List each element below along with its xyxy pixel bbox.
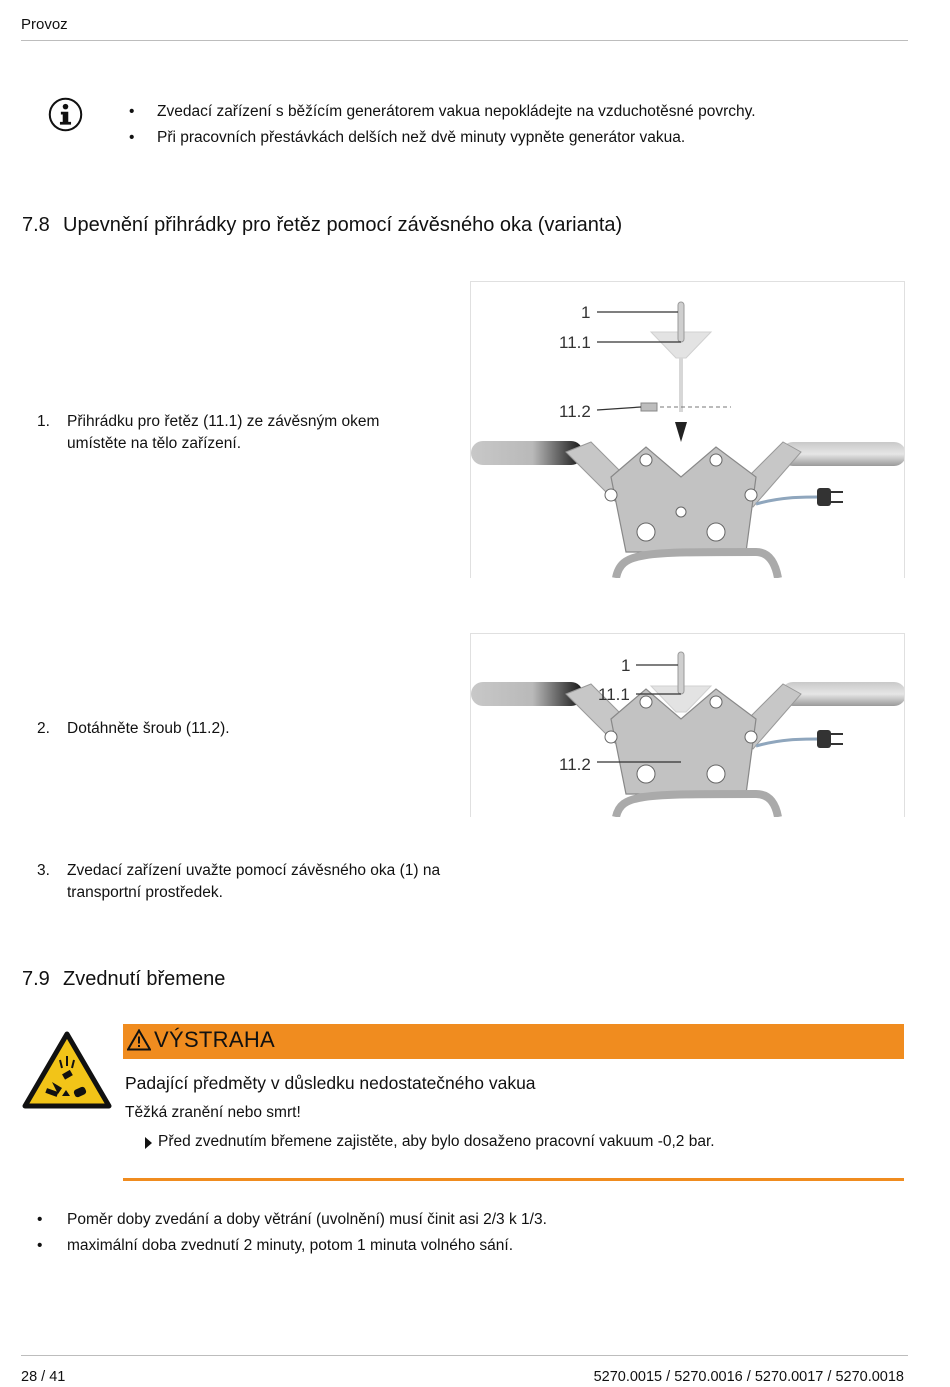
step-item: 3. Zvedací zařízení uvažte pomocí závěsn… bbox=[37, 862, 441, 901]
page-header-section: Provoz bbox=[21, 16, 68, 33]
figure-label: 11.2 bbox=[559, 402, 591, 421]
document-numbers: 5270.0015 / 5270.0016 / 5270.0017 / 5270… bbox=[593, 1369, 904, 1385]
figure-screw-tightening: 1 11.1 11.2 bbox=[470, 633, 905, 817]
info-icon bbox=[48, 97, 83, 132]
warning-triangle-icon bbox=[127, 1029, 151, 1051]
arrow-right-icon bbox=[145, 1137, 152, 1149]
figure-label: 11.1 bbox=[598, 685, 630, 704]
falling-objects-warning-icon bbox=[22, 1031, 112, 1109]
warning-divider bbox=[123, 1178, 904, 1181]
figure-label: 11.2 bbox=[559, 755, 591, 774]
step-item: 1. Přihrádku pro řetěz (11.1) ze závěsný… bbox=[37, 413, 380, 452]
footer-divider bbox=[21, 1355, 908, 1356]
warning-banner: VÝSTRAHA bbox=[123, 1024, 904, 1059]
figure-chain-box-mounting: 1 11.1 11.2 bbox=[470, 281, 905, 578]
step-item: 2. Dotáhněte šroub (11.2). bbox=[37, 720, 230, 737]
figure-label: 11.1 bbox=[559, 333, 591, 352]
warning-consequence: Těžká zranění nebo smrt! bbox=[125, 1104, 301, 1121]
page-number: 28 / 41 bbox=[21, 1369, 66, 1385]
header-divider bbox=[21, 40, 908, 41]
warning-label: VÝSTRAHA bbox=[154, 1027, 275, 1052]
figure-label: 1 bbox=[581, 303, 590, 322]
figure-label: 1 bbox=[621, 656, 630, 675]
warning-heading: Padající předměty v důsledku nedostatečn… bbox=[125, 1073, 536, 1093]
